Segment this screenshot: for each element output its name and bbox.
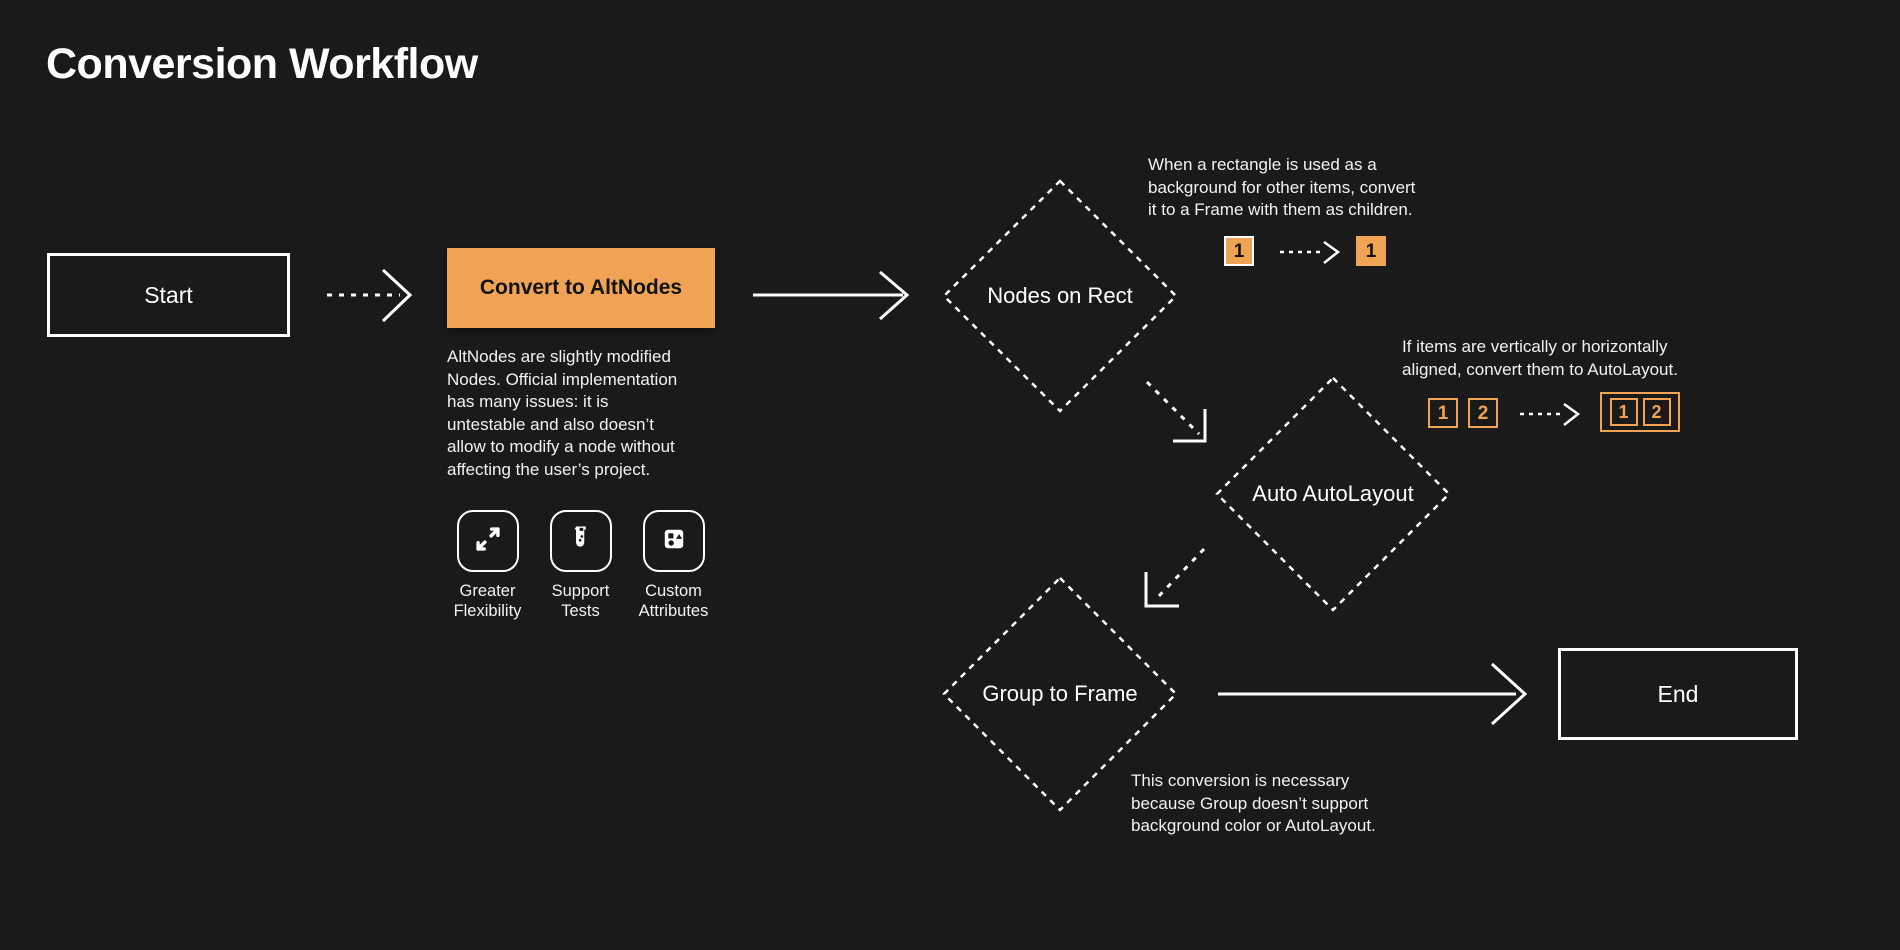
- icon-card: [642, 510, 705, 572]
- example-frame-item-chip: 1: [1356, 236, 1386, 266]
- arrow-start-to-convert: [327, 268, 413, 323]
- expand-arrows-icon: [471, 522, 505, 561]
- nodes-on-rect-note: When a rectangle is used as a background…: [1148, 155, 1416, 219]
- flow-node-nodes-on-rect-label: Nodes on Rect: [987, 283, 1133, 308]
- icon-card: [549, 510, 612, 572]
- feature-greater-flexibility: Greater Flexibility: [441, 510, 534, 621]
- flow-node-end: End: [1558, 648, 1798, 740]
- feature-custom-attributes: Custom Attributes: [627, 510, 720, 621]
- arrow-example-rect-to-frame: [1280, 240, 1341, 264]
- test-tube-icon: [564, 522, 598, 561]
- example-rect-item-chip: 1: [1224, 236, 1254, 266]
- example-item-2-chip: 2: [1468, 398, 1498, 428]
- icon-card: [456, 510, 519, 572]
- flow-node-auto-autolayout-label: Auto AutoLayout: [1252, 481, 1414, 506]
- feature-label: Support Tests: [551, 582, 610, 620]
- arrow-group-to-frame-to-end: [1218, 662, 1528, 726]
- flow-node-convert-to-altnodes: Convert to AltNodes: [447, 248, 715, 328]
- flow-node-group-to-frame-label: Group to Frame: [982, 681, 1138, 706]
- arrow-auto-autolayout-to-group-to-frame: [1144, 547, 1206, 608]
- shapes-icon: [657, 522, 691, 561]
- feature-label: Custom Attributes: [638, 582, 709, 620]
- example-item-1-chip: 1: [1428, 398, 1458, 428]
- altnodes-description: AltNodes are slightly modified Nodes. Of…: [447, 347, 678, 479]
- feature-label: Greater Flexibility: [453, 582, 522, 620]
- flow-node-start: Start: [47, 253, 290, 337]
- altnodes-feature-list: Greater Flexibility Support Tests: [441, 510, 720, 621]
- example-item-1-chip: 1: [1609, 398, 1638, 426]
- auto-autolayout-note: If items are vertically or horizontally …: [1402, 337, 1678, 379]
- example-item-2-chip: 2: [1642, 398, 1671, 426]
- page-title: Conversion Workflow: [46, 40, 478, 88]
- arrow-example-items-to-autolayout: [1520, 402, 1581, 426]
- group-to-frame-note: This conversion is necessary because Gro…: [1131, 771, 1376, 835]
- feature-support-tests: Support Tests: [534, 510, 627, 621]
- arrow-convert-to-nodes-on-rect: [753, 270, 910, 321]
- example-autolayout-frame: 1 2: [1600, 392, 1680, 432]
- arrow-nodes-on-rect-to-auto-autolayout: [1145, 380, 1207, 443]
